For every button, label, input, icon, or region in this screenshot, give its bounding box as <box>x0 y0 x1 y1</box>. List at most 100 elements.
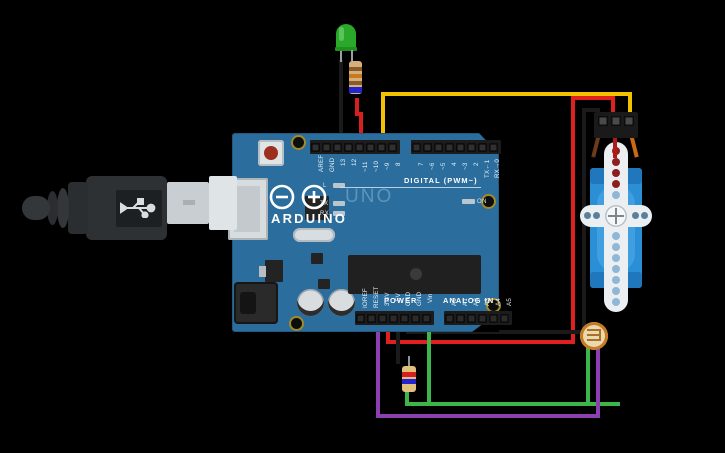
pin-socket-a1[interactable] <box>456 313 465 323</box>
reset-button[interactable] <box>258 140 284 166</box>
wire-ldr-purple-vert[interactable] <box>596 344 600 418</box>
pin-label-9: ~9 <box>384 162 391 170</box>
wire-servo-power-vert-right[interactable] <box>571 96 575 344</box>
wire-servo-signal-vert-left[interactable] <box>381 92 385 150</box>
pin-label-2: 2 <box>473 162 480 166</box>
wire-gnd-to-resistor2[interactable] <box>396 322 400 364</box>
wire-servo-power-vert-board[interactable] <box>386 322 390 344</box>
crystal-oscillator <box>311 253 323 264</box>
pin-socket-5[interactable] <box>434 142 443 152</box>
pin-label-tx1: TX←1 <box>484 159 491 178</box>
pin-label-a4: A4 <box>495 298 502 306</box>
led-anode-leg <box>351 50 353 61</box>
power-jack-hole <box>240 292 256 314</box>
digital-header-group-1[interactable] <box>310 140 400 154</box>
wire-servo-gnd-horiz[interactable] <box>406 330 586 334</box>
pin-socket-3v3[interactable] <box>378 313 387 323</box>
pin-socket-2[interactable] <box>467 142 476 152</box>
wire-a0-vert[interactable] <box>427 322 431 406</box>
photoresistor-squiggle-2 <box>587 334 601 336</box>
mounting-hole-bottomright <box>488 300 499 311</box>
pin-socket-aref[interactable] <box>311 142 320 152</box>
pin-socket-gnd-1[interactable] <box>400 313 409 323</box>
pin-label-7: 7 <box>418 162 425 166</box>
pin-socket-8[interactable] <box>388 142 397 152</box>
pin-socket-gnd-d[interactable] <box>322 142 331 152</box>
servo-horn-hole-l2 <box>593 212 600 219</box>
pin-socket-ioref[interactable] <box>356 313 365 323</box>
pin-label-gnd-d: GND <box>329 157 336 172</box>
pin-socket-9[interactable] <box>377 142 386 152</box>
pin-socket-7[interactable] <box>412 142 421 152</box>
resistor-r2-lead-top <box>408 358 410 368</box>
wire-led-cathode-to-gnd[interactable] <box>339 60 343 148</box>
pin-socket-3[interactable] <box>456 142 465 152</box>
photoresistor-squiggle-edge <box>599 329 601 341</box>
wire-resistor-to-pin12-vert1[interactable] <box>355 98 359 116</box>
led-rx-indicator <box>333 211 345 216</box>
label-led-rx: RX <box>320 211 330 217</box>
mounting-hole-topleft <box>293 137 304 148</box>
pin-socket-gnd-2[interactable] <box>411 313 420 323</box>
pin-socket-11[interactable] <box>355 142 364 152</box>
resistor-r1-band-3 <box>349 81 362 85</box>
wire-3v3-vert[interactable] <box>376 322 380 418</box>
servo-horn-hole-u2 <box>612 158 620 166</box>
analog-header[interactable] <box>444 311 512 325</box>
pin-socket-6[interactable] <box>423 142 432 152</box>
led-on-indicator <box>462 199 475 204</box>
wire-servo-power-horiz-bottom[interactable] <box>386 340 575 344</box>
pin-socket-12[interactable] <box>344 142 353 152</box>
servo-horn-hole-r2 <box>641 212 648 219</box>
mounting-hole-bottomleft <box>291 318 302 329</box>
capacitor-1 <box>297 289 324 316</box>
pin-label-13: 13 <box>340 158 347 166</box>
pin-socket-a2[interactable] <box>467 313 476 323</box>
pin-label-vin: Vin <box>427 293 434 303</box>
wire-led-cathode-stub <box>340 48 342 62</box>
label-led-on: ON <box>477 199 487 205</box>
photoresistor-body[interactable] <box>580 322 608 350</box>
wire-3v3-horiz-bottom[interactable] <box>376 414 600 418</box>
wire-resistor2-to-green[interactable] <box>405 390 409 406</box>
pin-socket-vin[interactable] <box>422 313 431 323</box>
led-flange <box>335 47 357 51</box>
pin-label-ioref: IOREF <box>362 288 369 308</box>
servo-horn-hole-d1 <box>612 232 620 240</box>
digital-header-group-2[interactable] <box>411 140 501 154</box>
pin-socket-a0[interactable] <box>445 313 454 323</box>
pin-socket-13[interactable] <box>333 142 342 152</box>
servo-horn-hole-r1 <box>632 212 639 219</box>
pin-socket-0[interactable] <box>489 142 498 152</box>
pin-label-10: ~10 <box>373 160 380 172</box>
pin-socket-5v[interactable] <box>389 313 398 323</box>
wire-ldr-green-vert[interactable] <box>586 344 590 406</box>
wire-servo-power-horiz-top[interactable] <box>571 96 615 100</box>
usb-plug-tip <box>209 176 237 230</box>
wire-servo-gnd-horiz-top[interactable] <box>582 108 600 112</box>
power-header[interactable] <box>355 311 434 325</box>
pin-socket-a5[interactable] <box>500 313 509 323</box>
photoresistor-squiggle-3 <box>587 339 601 341</box>
pin-socket-reset[interactable] <box>367 313 376 323</box>
servo-horn-hole-u4 <box>612 180 620 188</box>
pin-socket-4[interactable] <box>445 142 454 152</box>
label-analog-section: ANALOG IN <box>443 296 495 305</box>
resistor-r1-band-1 <box>349 67 362 71</box>
pin-socket-a4[interactable] <box>489 313 498 323</box>
small-ic <box>318 279 330 289</box>
servo-connector-slot-1 <box>598 116 608 126</box>
servo-horn-hole-d2 <box>612 243 620 251</box>
usb-cable-bead-2 <box>47 191 58 225</box>
wire-a0-horiz-bottom[interactable] <box>405 402 620 406</box>
wire-resistor-to-pin12-vert2[interactable] <box>359 112 363 150</box>
pin-socket-1[interactable] <box>478 142 487 152</box>
pin-socket-10[interactable] <box>366 142 375 152</box>
brand-text: ARDUINO <box>271 211 348 226</box>
voltage-regulator <box>265 260 283 282</box>
pin-label-3: ~3 <box>462 162 469 170</box>
label-led-l: L <box>323 183 327 189</box>
pin-socket-a3[interactable] <box>478 313 487 323</box>
wire-servo-signal-horiz[interactable] <box>381 92 632 96</box>
